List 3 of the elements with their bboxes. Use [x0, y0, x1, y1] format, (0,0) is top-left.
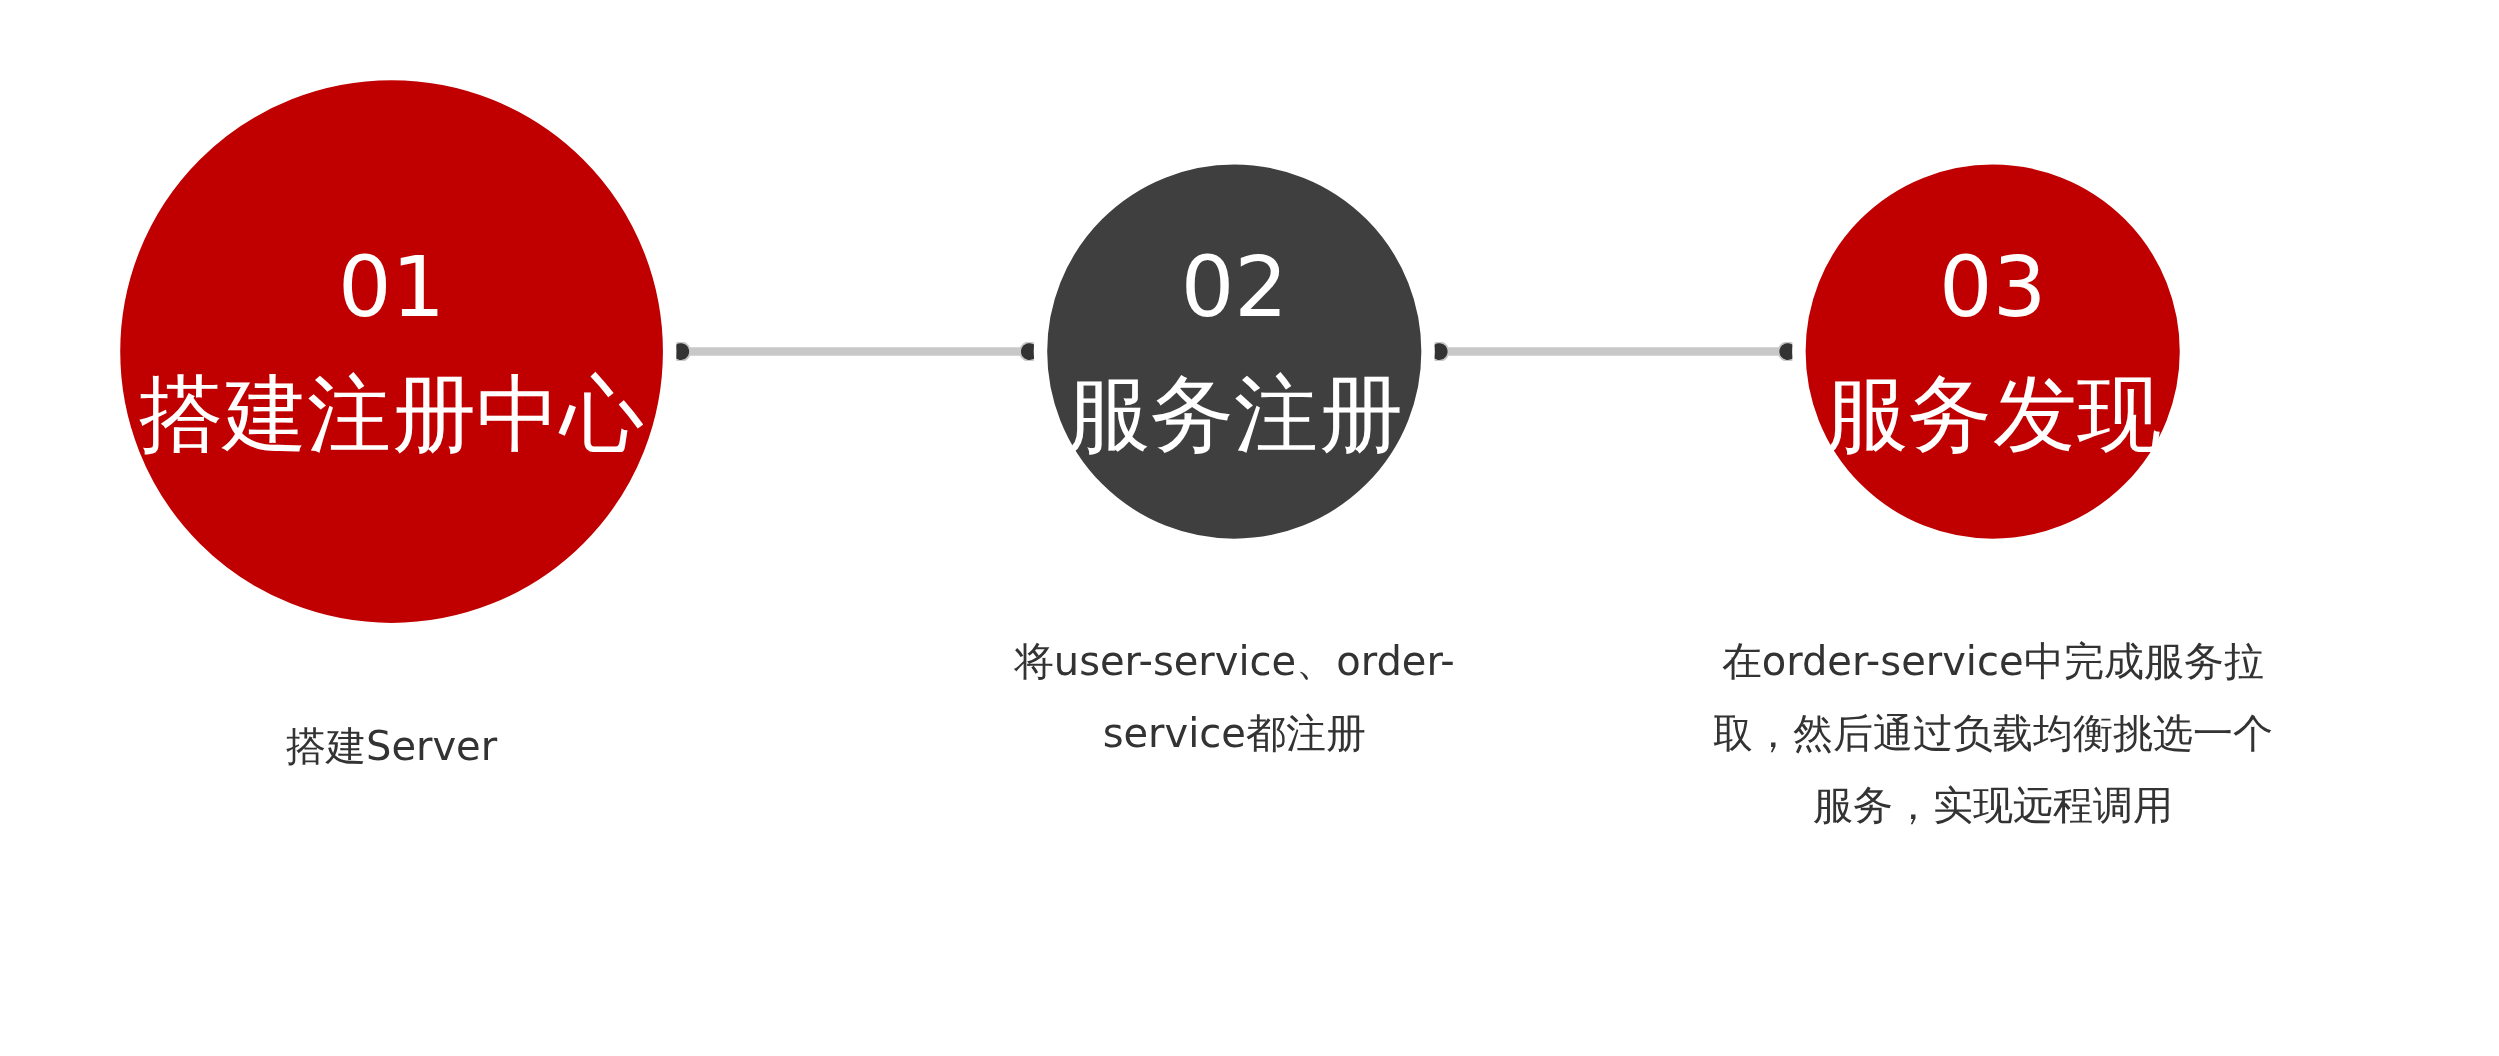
step-description: 搭建Server	[285, 721, 499, 771]
step-description: 在order-service中完成服务拉取，然后通过负载均衡挑选一个服务，实现远程调用	[1712, 637, 2273, 831]
step-description: 将user-service、order-service都注册	[1012, 637, 1456, 759]
